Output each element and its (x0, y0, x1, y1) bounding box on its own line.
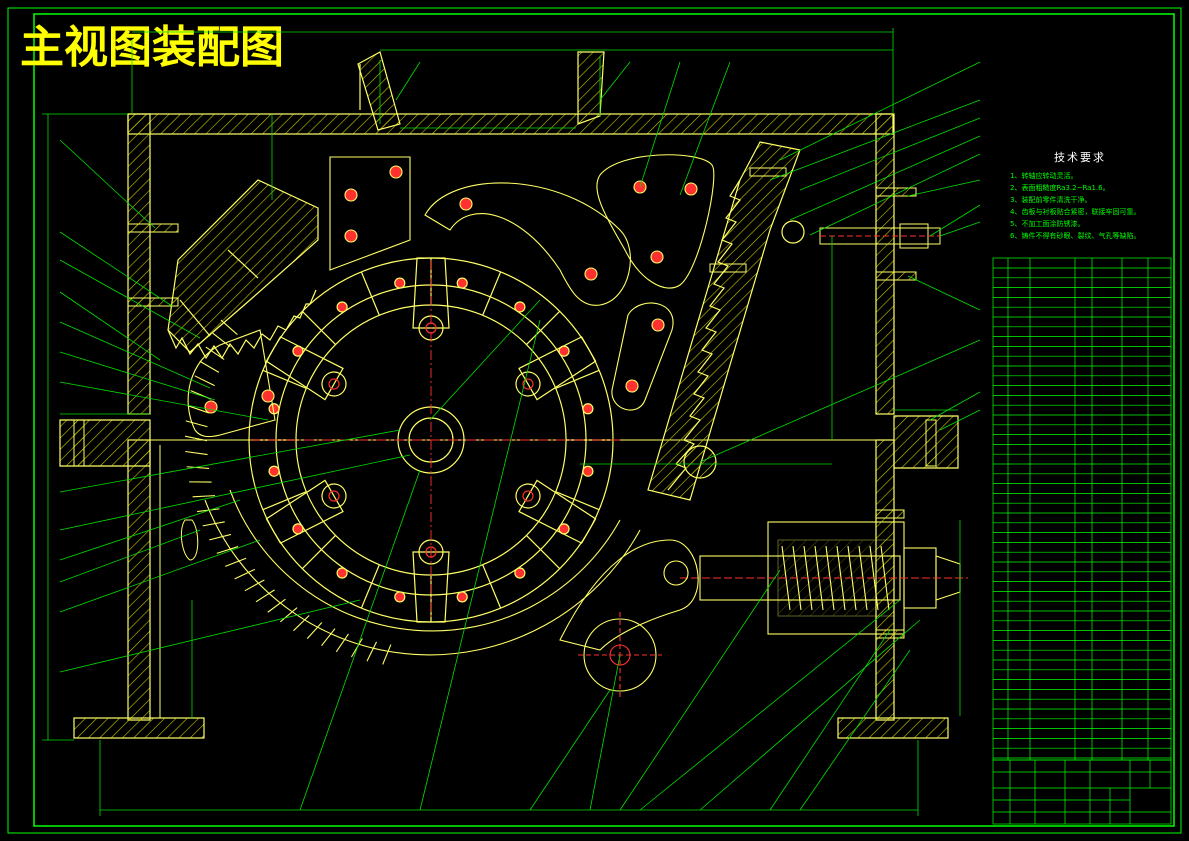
rotor-segment-divider (482, 564, 502, 609)
tech-req-item-4: 4、齿板与衬板贴合紧密，联接牢固可靠。 (1010, 207, 1140, 216)
upper-plate (329, 156, 411, 271)
impact-plate-left (167, 179, 319, 360)
centerlines (250, 260, 620, 620)
parts-list-table (992, 257, 1172, 761)
rotor-segment-divider (262, 369, 307, 389)
grate-bar (184, 435, 208, 442)
grate-bar (185, 450, 208, 456)
rotor-segment-divider (360, 271, 380, 316)
rotor-bolt (394, 591, 406, 603)
grate-bar (306, 622, 323, 640)
rotor-bolt (336, 301, 348, 313)
grate-bar (185, 420, 208, 428)
rotor-bolt (268, 465, 280, 477)
grate-bar (187, 405, 210, 414)
title-block (992, 759, 1172, 825)
grate-bar (293, 615, 310, 632)
rotor-segment-divider (526, 535, 561, 570)
tech-req-item-2: 2、表面粗糙度Ra3.2~Ra1.6。 (1010, 183, 1110, 192)
grate-bar (192, 495, 216, 498)
rotor-segment-divider (555, 491, 600, 511)
hammer (515, 479, 597, 544)
rotor-segment-divider (360, 564, 380, 609)
drawing-title: 主视图装配图 (20, 22, 284, 73)
rotor-bolt (582, 465, 594, 477)
rotor-segment-divider (301, 535, 336, 570)
rotor-bolt (456, 277, 468, 289)
rotor-segment-divider (555, 369, 600, 389)
grate-bar (216, 546, 239, 554)
grate-bar (382, 644, 392, 665)
tech-req-item-5: 5、不加工面涂防锈漆。 (1010, 219, 1084, 228)
grate-bar (220, 319, 238, 335)
hammer (265, 336, 347, 401)
technical-requirements: 技术要求 1、转轴应转动灵活。 2、表面粗糙度Ra3.2~Ra1.6。 3、装配… (1010, 151, 1140, 240)
grate-bar (255, 589, 275, 603)
grate-bar (202, 521, 225, 527)
grate-bar (186, 466, 210, 469)
grate-bar (209, 533, 232, 541)
grate-bar (212, 332, 231, 348)
rotor-bolt (336, 567, 348, 579)
leader-lines (59, 61, 981, 811)
rotor-bolt (456, 591, 468, 603)
rotor-bolt (514, 301, 526, 313)
grate-bar (244, 579, 265, 592)
tech-req-item-3: 3、装配前零件清洗干净。 (1010, 195, 1091, 204)
rotor-bolt (394, 277, 406, 289)
grate-bar (205, 346, 225, 360)
hammer (265, 479, 347, 544)
grate-bar (335, 633, 349, 653)
rotor-segment-divider (262, 491, 307, 511)
tech-req-item-6: 6、铸件不得有砂眼、裂纹、气孔等缺陷。 (1010, 231, 1140, 240)
drawing-frame (7, 7, 1182, 834)
rotor-segment-divider (482, 271, 502, 316)
curved-liner (424, 182, 631, 306)
bolts (73, 167, 937, 639)
grate-bar (225, 557, 247, 567)
grate-bar (366, 641, 378, 662)
tech-req-heading: 技术要求 (1054, 151, 1106, 164)
rotor-segment-divider (301, 310, 336, 345)
grate-bar (321, 628, 336, 647)
rotor-bolt (514, 567, 526, 579)
rotor-bolt (582, 403, 594, 415)
grate-bar (194, 375, 215, 387)
rotor-segment-divider (526, 310, 561, 345)
grate-bar (267, 598, 286, 613)
tech-req-item-1: 1、转轴应转动灵活。 (1010, 171, 1077, 180)
spring-cylinder (680, 521, 968, 635)
link-plate (611, 302, 674, 411)
grate-screen (184, 319, 641, 665)
adjusting-rod (819, 223, 941, 249)
grate-bar (234, 568, 256, 580)
grate-bar (279, 607, 298, 623)
grate-bar (199, 360, 220, 373)
